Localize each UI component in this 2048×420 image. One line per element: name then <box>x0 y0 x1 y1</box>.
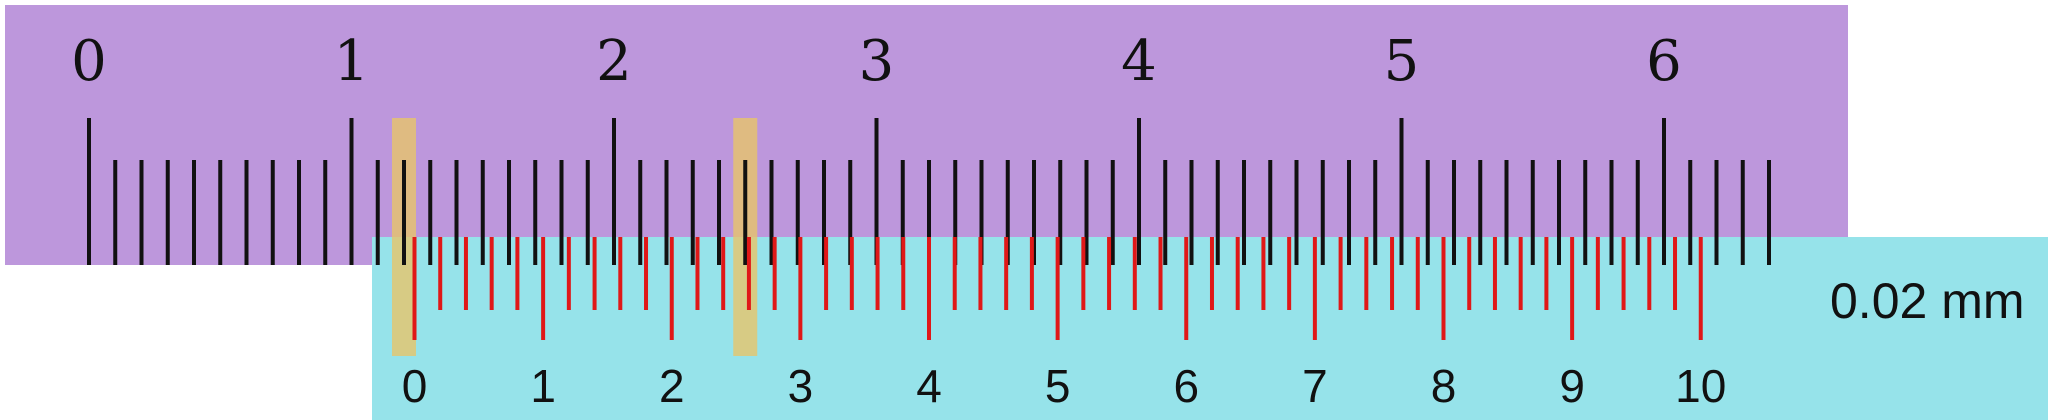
main-scale-label: 4 <box>1121 29 1157 94</box>
main-scale-labels: 0 1 2 3 4 5 6 <box>71 29 1682 94</box>
least-count-label: 0.02 mm <box>1830 273 2025 329</box>
main-scale-label: 1 <box>334 29 370 94</box>
vernier-scale-label: 9 <box>1559 360 1585 412</box>
vernier-scale-label: 5 <box>1045 360 1071 412</box>
vernier-scale-label: 4 <box>916 360 942 412</box>
main-scale-body <box>5 5 1848 265</box>
vernier-scale-label: 6 <box>1173 360 1199 412</box>
vernier-scale-label: 7 <box>1302 360 1328 412</box>
main-scale-label: 6 <box>1646 29 1682 94</box>
vernier-scale-label: 2 <box>659 360 685 412</box>
main-scale-label: 3 <box>859 29 895 94</box>
vernier-scale-label: 0 <box>402 360 428 412</box>
main-scale-label: 0 <box>71 29 107 94</box>
vernier-scale-label: 3 <box>788 360 814 412</box>
main-scale-label: 5 <box>1384 29 1420 94</box>
main-scale-label: 2 <box>596 29 632 94</box>
vernier-scale-ticks <box>412 237 1703 340</box>
vernier-scale-label: 10 <box>1675 360 1726 412</box>
vernier-scale-labels: 0 1 2 3 4 5 6 7 8 9 10 <box>402 360 1727 412</box>
vernier-scale-label: 8 <box>1431 360 1457 412</box>
vernier-scale-label: 1 <box>530 360 556 412</box>
